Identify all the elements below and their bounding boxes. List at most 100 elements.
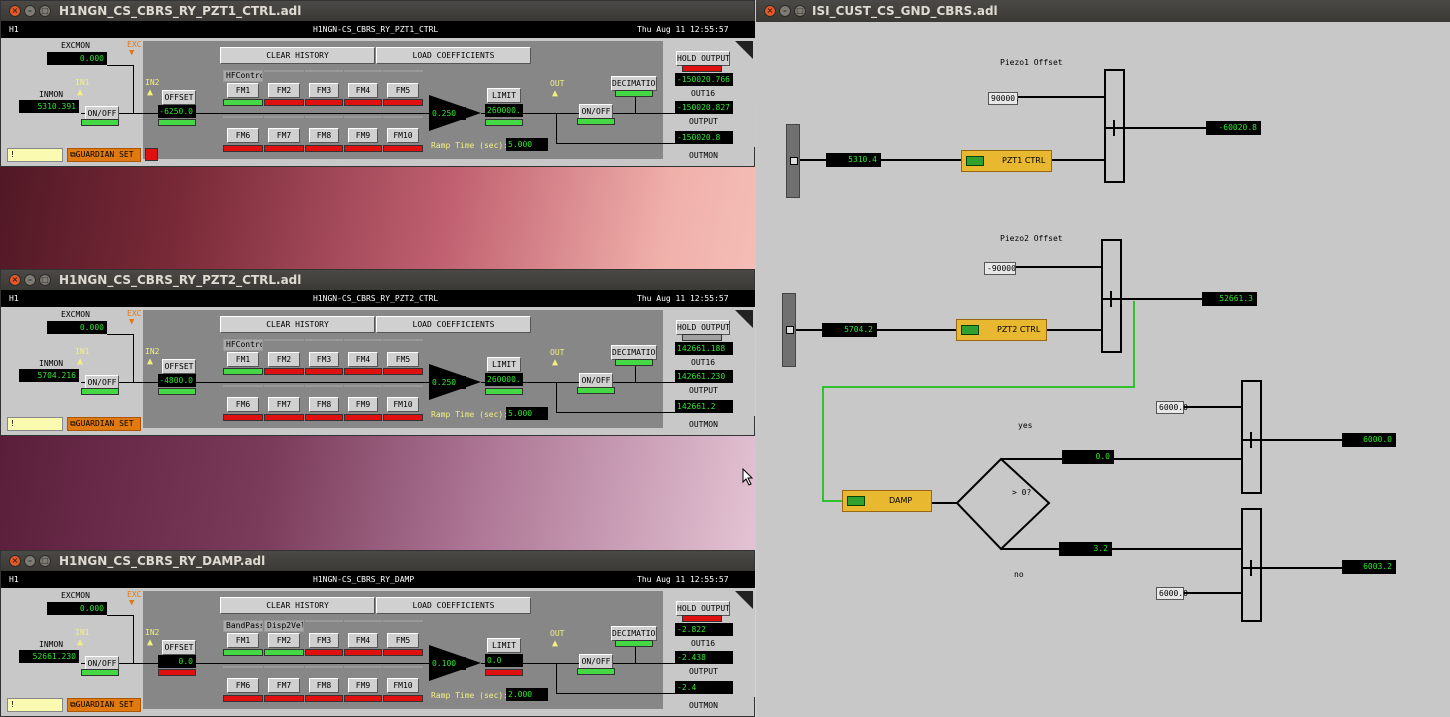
fm-button-1[interactable]: FM1	[227, 633, 259, 648]
fm-button-10[interactable]: FM10	[387, 397, 419, 412]
limit-value[interactable]: 0.0	[485, 654, 523, 667]
clear-history-button[interactable]: CLEAR HISTORY	[220, 47, 375, 64]
limit-button[interactable]: LIMIT	[487, 638, 521, 653]
limit-value[interactable]: 260000.	[485, 373, 523, 386]
fm-indicator-3	[305, 368, 343, 375]
offset-value[interactable]: -4800.0	[158, 374, 196, 387]
fm-button-4[interactable]: FM4	[348, 83, 378, 98]
piezo1-offset-input[interactable]: 90000.	[988, 92, 1020, 105]
fm-button-9[interactable]: FM9	[348, 128, 378, 143]
exclaim-box[interactable]: !	[7, 417, 63, 431]
decimation-button[interactable]: DECIMATION	[611, 76, 657, 91]
guardian-set-button[interactable]: ⧉GUARDIAN SET	[67, 698, 141, 712]
offset-button[interactable]: OFFSET	[162, 90, 196, 105]
guardian-set-button[interactable]: ⧉GUARDIAN SET	[67, 417, 141, 431]
fm-button-10[interactable]: FM10	[387, 128, 419, 143]
fm-button-8[interactable]: FM8	[309, 397, 339, 412]
window-titlebar[interactable]: × – □ H1NGN_CS_CBRS_RY_PZT1_CTRL.adl	[1, 1, 754, 21]
fm-button-3[interactable]: FM3	[309, 633, 339, 648]
maximize-icon[interactable]: □	[39, 555, 51, 567]
limit-button[interactable]: LIMIT	[487, 357, 521, 372]
decimation-button[interactable]: DECIMATION	[611, 345, 657, 360]
ramp-value[interactable]: 5.000	[506, 407, 548, 420]
hold-output-button[interactable]: HOLD OUTPUT	[676, 51, 730, 66]
fm-button-4[interactable]: FM4	[348, 633, 378, 648]
fm-button-3[interactable]: FM3	[309, 83, 339, 98]
in2-label: IN2	[145, 347, 160, 356]
load-coefficients-button[interactable]: LOAD COEFFICIENTS	[376, 316, 531, 333]
fm-button-2[interactable]: FM2	[268, 352, 300, 367]
minimize-icon[interactable]: –	[24, 274, 36, 286]
fm-button-6[interactable]: FM6	[227, 128, 259, 143]
ramp-value[interactable]: 5.000	[506, 138, 548, 151]
ramp-value[interactable]: 2.000	[506, 688, 548, 701]
load-coefficients-button[interactable]: LOAD COEFFICIENTS	[376, 597, 531, 614]
output-onoff-button[interactable]: ON/OFF	[579, 373, 613, 388]
fm-button-5[interactable]: FM5	[387, 83, 419, 98]
exclaim-box[interactable]: !	[7, 148, 63, 162]
output-onoff-button[interactable]: ON/OFF	[579, 654, 613, 669]
fm-button-7[interactable]: FM7	[268, 397, 300, 412]
fm-name-1: HFControl	[223, 339, 263, 351]
pzt1-input-block[interactable]	[786, 124, 800, 198]
maximize-icon[interactable]: □	[39, 5, 51, 17]
sum2-constant-input[interactable]: 6000.0	[1156, 587, 1188, 600]
fm-button-10[interactable]: FM10	[387, 678, 419, 693]
sum1-constant-input[interactable]: 6000.0	[1156, 401, 1188, 414]
fm-button-1[interactable]: FM1	[227, 83, 259, 98]
pzt1-ctrl-button[interactable]: PZT1 CTRL	[961, 150, 1052, 172]
window-titlebar[interactable]: × – □ H1NGN_CS_CBRS_RY_DAMP.adl	[1, 551, 754, 571]
fm-button-9[interactable]: FM9	[348, 678, 378, 693]
fm-button-5[interactable]: FM5	[387, 352, 419, 367]
fm-button-6[interactable]: FM6	[227, 397, 259, 412]
gain-value[interactable]: 0.250	[430, 376, 466, 389]
piezo2-offset-input[interactable]: -90000	[984, 262, 1016, 275]
limit-button[interactable]: LIMIT	[487, 88, 521, 103]
fm-button-2[interactable]: FM2	[268, 633, 300, 648]
guardian-set-button[interactable]: ⧉GUARDIAN SET	[67, 148, 141, 162]
in2-label: IN2	[145, 628, 160, 637]
load-coefficients-button[interactable]: LOAD COEFFICIENTS	[376, 47, 531, 64]
clear-history-button[interactable]: CLEAR HISTORY	[220, 316, 375, 333]
fm-button-4[interactable]: FM4	[348, 352, 378, 367]
limit-value[interactable]: 260000.	[485, 104, 523, 117]
gain-value[interactable]: 0.100	[430, 657, 466, 670]
gain-value[interactable]: 0.250	[430, 107, 466, 120]
hold-output-button[interactable]: HOLD OUTPUT	[676, 320, 730, 335]
screen-header: H1 H1NGN-CS_CBRS_RY_DAMP Thu Aug 11 12:5…	[1, 571, 755, 588]
close-icon[interactable]: ×	[9, 274, 21, 286]
minimize-icon[interactable]: –	[24, 555, 36, 567]
clear-history-button[interactable]: CLEAR HISTORY	[220, 597, 375, 614]
pzt2-input-block[interactable]	[782, 293, 796, 367]
offset-button[interactable]: OFFSET	[162, 359, 196, 374]
minimize-icon[interactable]: –	[779, 5, 791, 17]
offset-value[interactable]: -6250.0	[158, 105, 196, 118]
damp-button[interactable]: DAMP	[842, 490, 932, 512]
hold-output-button[interactable]: HOLD OUTPUT	[676, 601, 730, 616]
close-icon[interactable]: ×	[9, 555, 21, 567]
fm-button-9[interactable]: FM9	[348, 397, 378, 412]
fm-button-5[interactable]: FM5	[387, 633, 419, 648]
window-titlebar[interactable]: × – □ H1NGN_CS_CBRS_RY_PZT2_CTRL.adl	[1, 270, 754, 290]
fm-button-7[interactable]: FM7	[268, 128, 300, 143]
maximize-icon[interactable]: □	[794, 5, 806, 17]
maximize-icon[interactable]: □	[39, 274, 51, 286]
fm-button-8[interactable]: FM8	[309, 128, 339, 143]
exclaim-box[interactable]: !	[7, 698, 63, 712]
decimation-button[interactable]: DECIMATION	[611, 626, 657, 641]
signal-diagram	[796, 69, 1342, 622]
fm-button-8[interactable]: FM8	[309, 678, 339, 693]
minimize-icon[interactable]: –	[24, 5, 36, 17]
close-icon[interactable]: ×	[764, 5, 776, 17]
offset-button[interactable]: OFFSET	[162, 640, 196, 655]
fm-button-1[interactable]: FM1	[227, 352, 259, 367]
output-onoff-button[interactable]: ON/OFF	[579, 104, 613, 119]
fm-button-7[interactable]: FM7	[268, 678, 300, 693]
fm-button-3[interactable]: FM3	[309, 352, 339, 367]
pzt2-ctrl-button[interactable]: PZT2 CTRL	[956, 319, 1047, 341]
close-icon[interactable]: ×	[9, 5, 21, 17]
window-titlebar[interactable]: × – □ ISI_CUST_CS_GND_CBRS.adl	[756, 0, 1450, 22]
fm-button-2[interactable]: FM2	[268, 83, 300, 98]
offset-value[interactable]: 0.0	[158, 655, 196, 668]
fm-button-6[interactable]: FM6	[227, 678, 259, 693]
